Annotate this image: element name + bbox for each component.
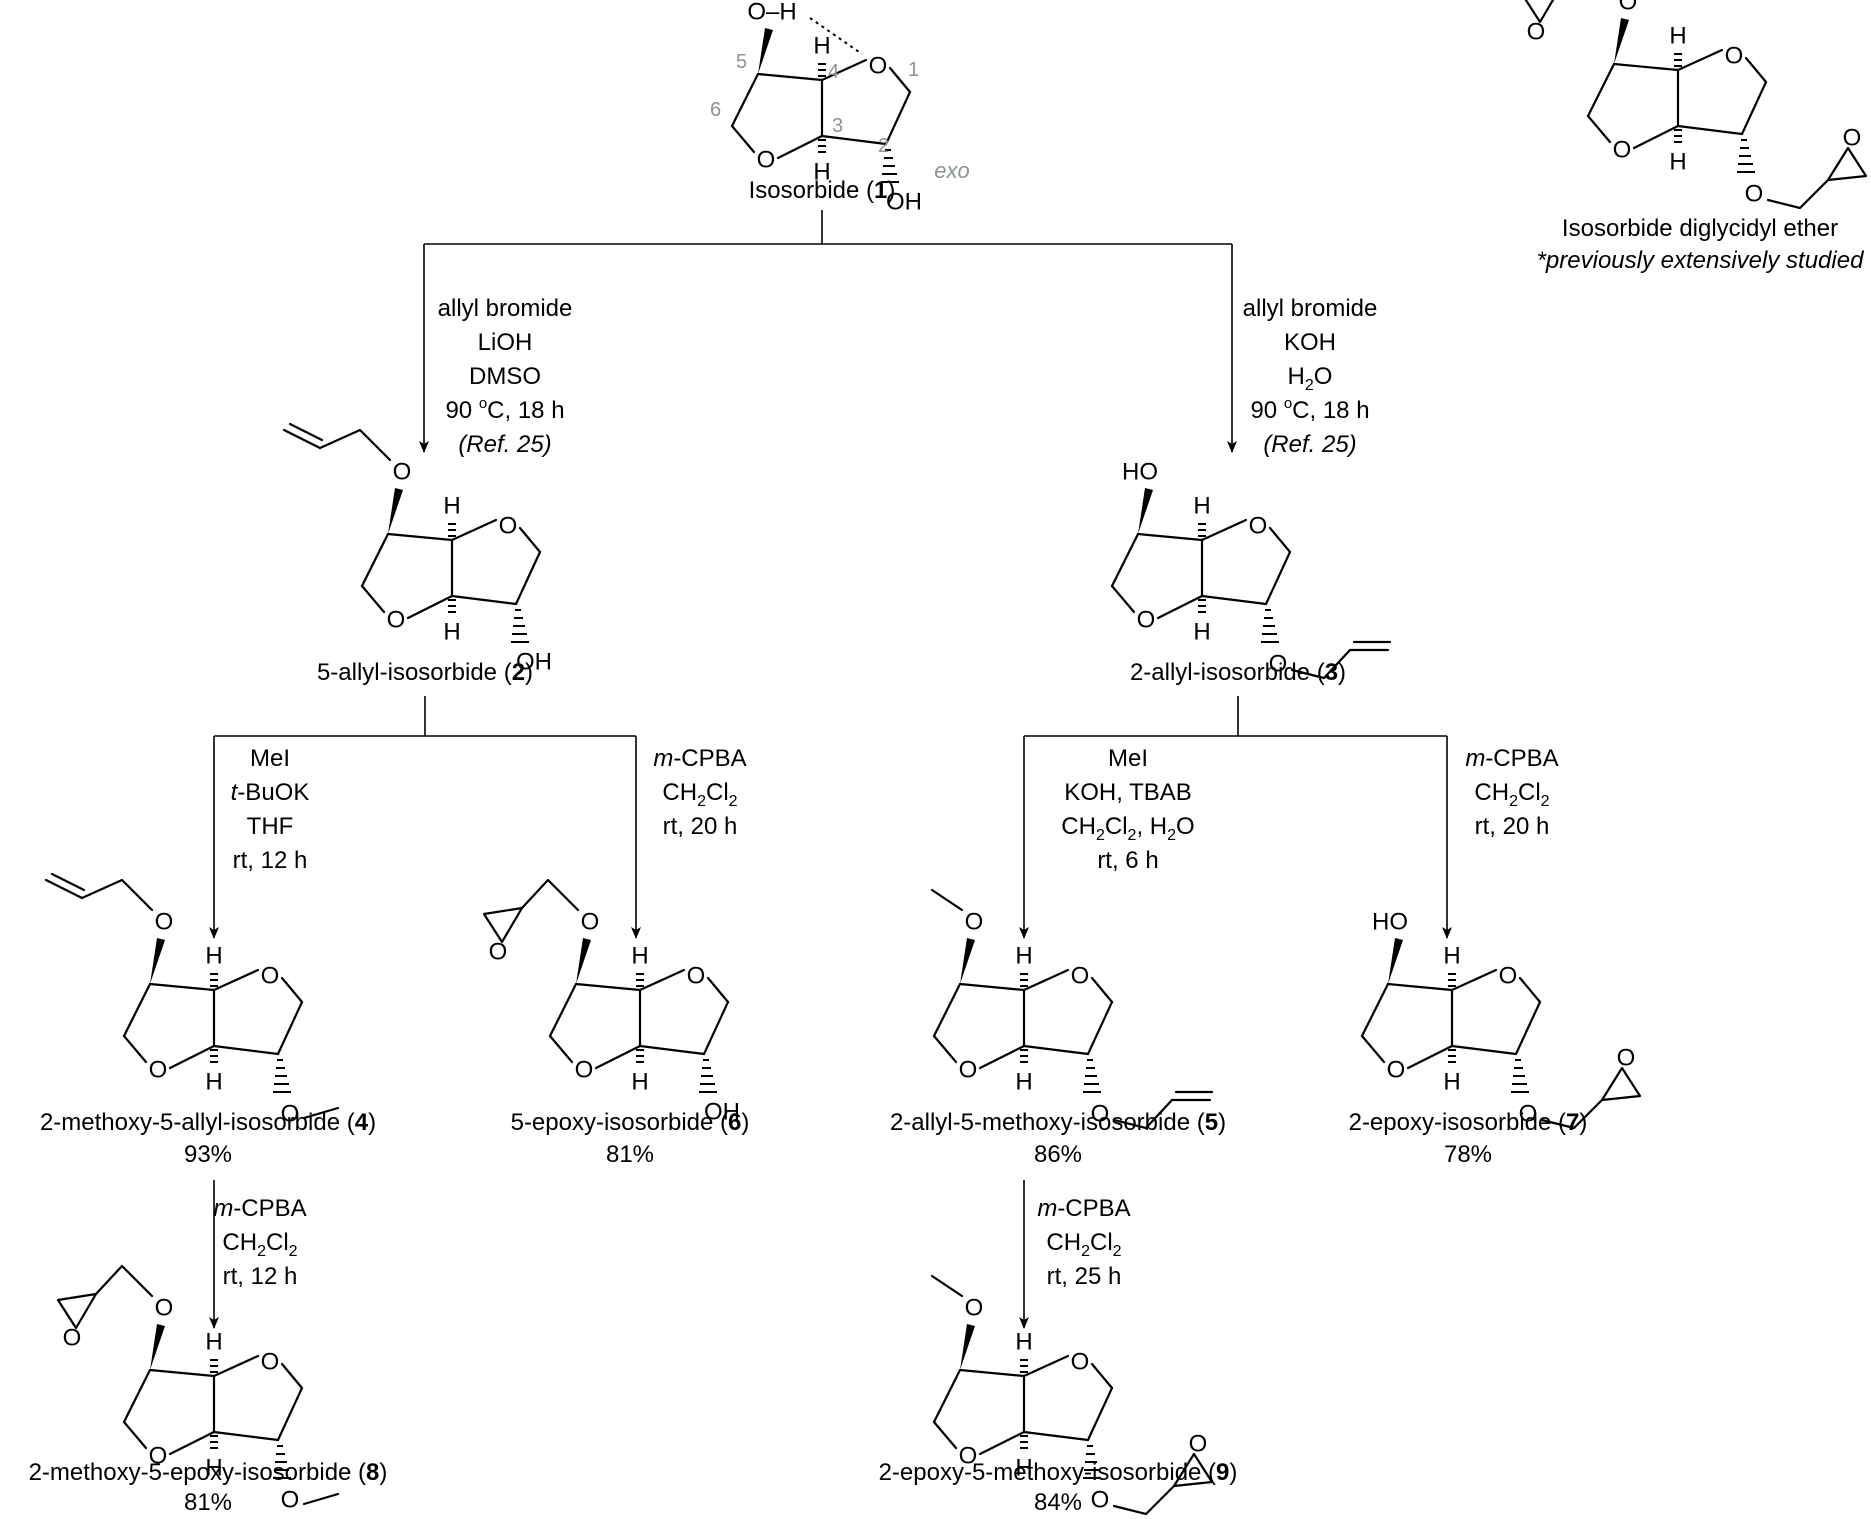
structure-isosorbide-1: O–H endo exo 1 2 3 4 5 6 (710, 0, 970, 216)
conditions-2-to-4: MeI t-BuOK THF rt, 12 h (231, 745, 310, 874)
compound-label-7: 2-epoxy-isosorbide (7) (1349, 1109, 1588, 1136)
conditions-2-to-6: m-CPBA CH2Cl2 rt, 20 h (653, 745, 746, 840)
svg-text:rt, 6 h: rt, 6 h (1097, 847, 1158, 874)
svg-text:KOH, TBAB: KOH, TBAB (1064, 779, 1192, 806)
structure-compound-7 (1360, 908, 1642, 1130)
conditions-1-to-3: allyl bromide KOH H2O 90 oC, 18 h (Ref. … (1243, 295, 1378, 458)
yield-6: 81% (606, 1141, 654, 1168)
arrow-4-to-8: m-CPBA CH2Cl2 rt, 12 h (209, 1180, 307, 1329)
svg-text:m-CPBA: m-CPBA (213, 1195, 306, 1222)
svg-text:6: 6 (710, 99, 721, 121)
conditions-1-to-2: allyl bromide LiOH DMSO 90 oC, 18 h (Ref… (438, 295, 573, 458)
svg-text:H2O: H2O (1288, 363, 1333, 394)
conditions-3-to-7: m-CPBA CH2Cl2 rt, 20 h (1465, 745, 1558, 840)
structure-5-allyl-isosorbide-2 (282, 422, 552, 676)
svg-text:3: 3 (832, 115, 843, 137)
svg-text:allyl bromide: allyl bromide (1243, 295, 1378, 322)
svg-text:m-CPBA: m-CPBA (653, 745, 746, 772)
svg-text:2: 2 (878, 135, 889, 157)
svg-text:m-CPBA: m-CPBA (1465, 745, 1558, 772)
compound-label-9: 2-epoxy-5-methoxy-isosorbide (9) (879, 1459, 1238, 1486)
branch-from-2 (209, 696, 641, 939)
svg-text:rt, 20 h: rt, 20 h (663, 813, 738, 840)
compound-label-2: 5-allyl-isosorbide (2) (317, 659, 533, 686)
compound-label-dge: Isosorbide diglycidyl ether (1562, 215, 1838, 242)
svg-text:THF: THF (247, 813, 294, 840)
svg-text:90 oC, 18 h: 90 oC, 18 h (1250, 395, 1369, 424)
svg-text:CH2Cl2: CH2Cl2 (1474, 779, 1549, 810)
structure-compound-5 (930, 888, 1214, 1130)
svg-text:rt, 12 h: rt, 12 h (223, 1263, 298, 1290)
structure-compound-4 (44, 872, 340, 1129)
yield-5: 86% (1034, 1141, 1082, 1168)
svg-text:CH2Cl2: CH2Cl2 (662, 779, 737, 810)
svg-text:MeI: MeI (250, 745, 290, 772)
compound-label-4: 2-methoxy-5-allyl-isosorbide (4) (40, 1109, 376, 1136)
svg-text:DMSO: DMSO (469, 363, 541, 390)
structure-isosorbide-diglycidyl-ether (1520, 0, 1868, 210)
branch-from-3 (1019, 696, 1452, 939)
svg-text:LiOH: LiOH (478, 329, 533, 356)
yield-4: 93% (184, 1141, 232, 1168)
svg-text:t-BuOK: t-BuOK (231, 779, 310, 806)
exo-label: exo (934, 158, 969, 183)
structure-compound-6 (482, 878, 740, 1126)
conditions-3-to-5: MeI KOH, TBAB CH2Cl2, H2O rt, 6 h (1061, 745, 1194, 874)
structure-2-allyl-isosorbide-3 (1110, 458, 1392, 680)
svg-text:CH2Cl2: CH2Cl2 (222, 1229, 297, 1260)
yield-8: 81% (184, 1489, 232, 1516)
compound-label-1: Isosorbide (1) (749, 177, 896, 204)
svg-text:CH2Cl2: CH2Cl2 (1046, 1229, 1121, 1260)
svg-text:O–H: O–H (747, 0, 796, 26)
yield-9: 84% (1034, 1489, 1082, 1516)
svg-text:CH2Cl2, H2O: CH2Cl2, H2O (1061, 813, 1194, 844)
branch-from-1 (419, 210, 1237, 453)
svg-text:m-CPBA: m-CPBA (1037, 1195, 1130, 1222)
compound-note-dge: *previously extensively studied (1537, 247, 1864, 274)
yield-7: 78% (1444, 1141, 1492, 1168)
svg-text:rt, 12 h: rt, 12 h (233, 847, 308, 874)
svg-text:KOH: KOH (1284, 329, 1336, 356)
compound-label-6: 5-epoxy-isosorbide (6) (511, 1109, 750, 1136)
svg-text:MeI: MeI (1108, 745, 1148, 772)
svg-text:(Ref. 25): (Ref. 25) (1263, 431, 1356, 458)
svg-text:5: 5 (736, 51, 747, 73)
svg-text:90 oC, 18 h: 90 oC, 18 h (445, 395, 564, 424)
svg-text:4: 4 (828, 61, 839, 83)
svg-text:(Ref. 25): (Ref. 25) (458, 431, 551, 458)
compound-label-8: 2-methoxy-5-epoxy-isosorbide (8) (29, 1459, 388, 1486)
arrow-5-to-9: m-CPBA CH2Cl2 rt, 25 h (1019, 1180, 1131, 1329)
svg-text:rt, 25 h: rt, 25 h (1047, 1263, 1122, 1290)
compound-label-3: 2-allyl-isosorbide (3) (1130, 659, 1346, 686)
svg-text:allyl bromide: allyl bromide (438, 295, 573, 322)
svg-text:1: 1 (908, 59, 919, 81)
svg-text:rt, 20 h: rt, 20 h (1475, 813, 1550, 840)
compound-label-5: 2-allyl-5-methoxy-isosorbide (5) (890, 1109, 1226, 1136)
